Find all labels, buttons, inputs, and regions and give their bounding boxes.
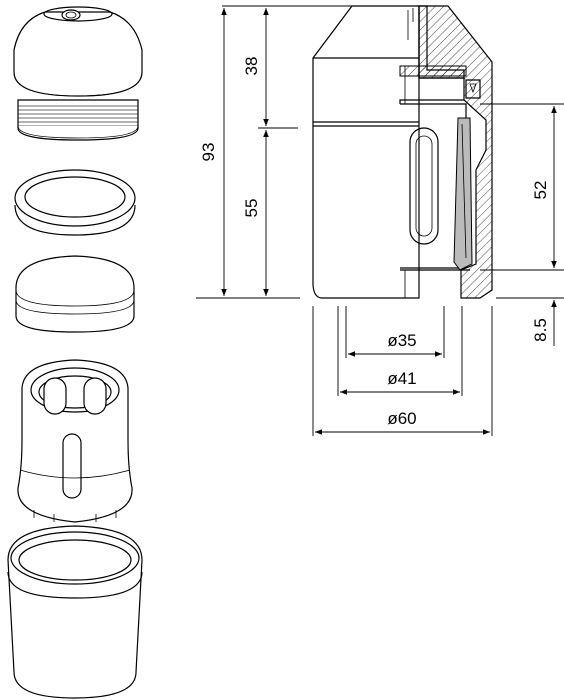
cap-part [13,6,143,97]
cup-part [7,525,143,699]
dim-93-label: 93 [199,143,218,162]
dim-55-label: 55 [242,199,261,218]
cap-thread-ring [17,99,139,141]
filter-basket [17,359,133,523]
sealing-ring [14,169,136,236]
dim-8-5-label: 8.5 [531,318,550,342]
dim-38-label: 38 [242,57,261,76]
dimension-lines [196,5,564,436]
assembly-section-drawing [312,5,493,299]
dim-d60-label: ø60 [387,409,416,428]
disc-part [15,255,135,333]
dim-d35-label: ø35 [387,331,416,350]
dim-52-label: 52 [531,181,550,200]
dim-d41-label: ø41 [387,369,416,388]
